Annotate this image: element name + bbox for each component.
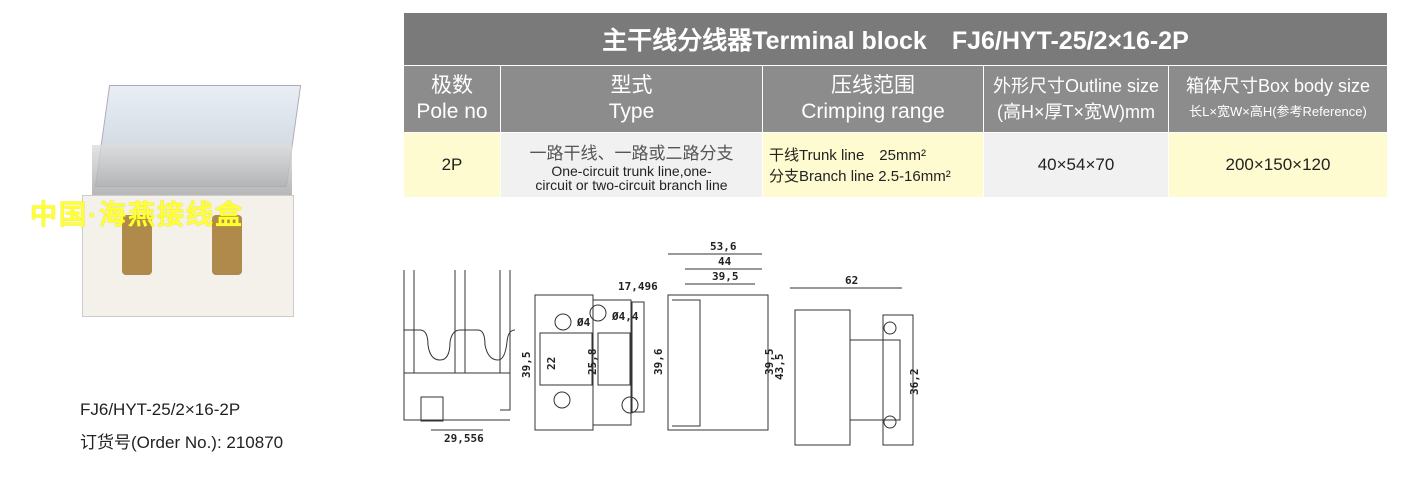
photo-body (82, 195, 294, 317)
header-en: (高H×厚T×宽W)mm (997, 102, 1155, 122)
photo-terminal (122, 215, 152, 275)
dim-label: Ø4 (576, 316, 591, 329)
dim-label: 39,6 (652, 348, 665, 375)
dim-label: 39,5 (520, 352, 533, 379)
cell-crimping: 干线Trunk line 25mm² 分支Branch line 2.5-16mm… (762, 132, 984, 198)
dim-label: 17,496 (618, 280, 658, 293)
drawing-front-view: 53,6 44 39,5 39,6 39,5 43,5 (652, 240, 786, 431)
header-en: Type (608, 100, 655, 123)
type-en: One-circuit trunk line,one- (551, 162, 712, 179)
header-cn: 外形尺寸Outline size (992, 76, 1160, 96)
dim-label: 36,2 (908, 369, 921, 396)
drawing-side-view: 29,556 (403, 270, 516, 445)
header-cn: 极数 (431, 74, 473, 97)
crimp-branch: 分支Branch line 2.5-16mm² (769, 168, 951, 185)
dim-label: 44 (718, 255, 732, 268)
dim-label: 62 (845, 274, 858, 287)
cell-outline: 40×54×70 (983, 132, 1169, 198)
watermark: 中国·海燕接线盒 (30, 200, 244, 230)
header-cn: 型式 (610, 74, 653, 97)
type-cn: 一路干线、一路或二路分支 (529, 143, 734, 163)
header-cn: 压线范围 (831, 74, 915, 97)
spec-table: 主干线分线器Terminal block FJ6/HYT-25/2×16-2P … (403, 12, 1388, 198)
dim-label: 39,5 (763, 349, 776, 376)
header-cn: 箱体尺寸Box body size (1185, 76, 1371, 96)
header-type: 型式 Type (500, 65, 763, 133)
header-en: 长L×宽W×高H(参考Reference) (1189, 104, 1367, 119)
dim-label: 25,8 (586, 349, 599, 376)
cell-pole: 2P (403, 132, 501, 198)
drawing-bottom-view: 62 36,2 (790, 274, 921, 446)
crimp-trunk: 干线Trunk line 25mm² (769, 147, 926, 164)
product-photo (72, 85, 312, 335)
type-en: circuit or two-circuit branch line (535, 176, 728, 193)
dim-label: 22 (545, 357, 558, 370)
dim-label: 53,6 (710, 240, 737, 253)
dim-label: 29,556 (444, 432, 484, 445)
header-pole: 极数 Pole no (403, 65, 501, 133)
header-en: Pole no (416, 100, 488, 123)
order-number: 订货号(Order No.): 210870 (80, 433, 284, 452)
dim-label: Ø4,4 (611, 310, 639, 323)
table-title: 主干线分线器Terminal block FJ6/HYT-25/2×16-2P (403, 12, 1388, 66)
dim-label: 43,5 (773, 354, 786, 381)
header-box: 箱体尺寸Box body size 长L×宽W×高H(参考Reference) (1168, 65, 1388, 133)
drawing-top-view: 17,496 Ø4 Ø4,4 39,5 22 25,8 (520, 280, 658, 431)
product-model: FJ6/HYT-25/2×16-2P (80, 400, 241, 419)
dim-label: 39,5 (712, 270, 739, 283)
photo-terminal (212, 215, 242, 275)
header-crimping: 压线范围 Crimping range (762, 65, 984, 133)
technical-drawings: 29,556 17,496 Ø4 Ø4,4 39,5 22 25,8 53,6 … (403, 240, 921, 446)
cell-box: 200×150×120 (1168, 132, 1388, 198)
header-en: Crimping range (801, 100, 945, 123)
header-outline: 外形尺寸Outline size (高H×厚T×宽W)mm (983, 65, 1169, 133)
